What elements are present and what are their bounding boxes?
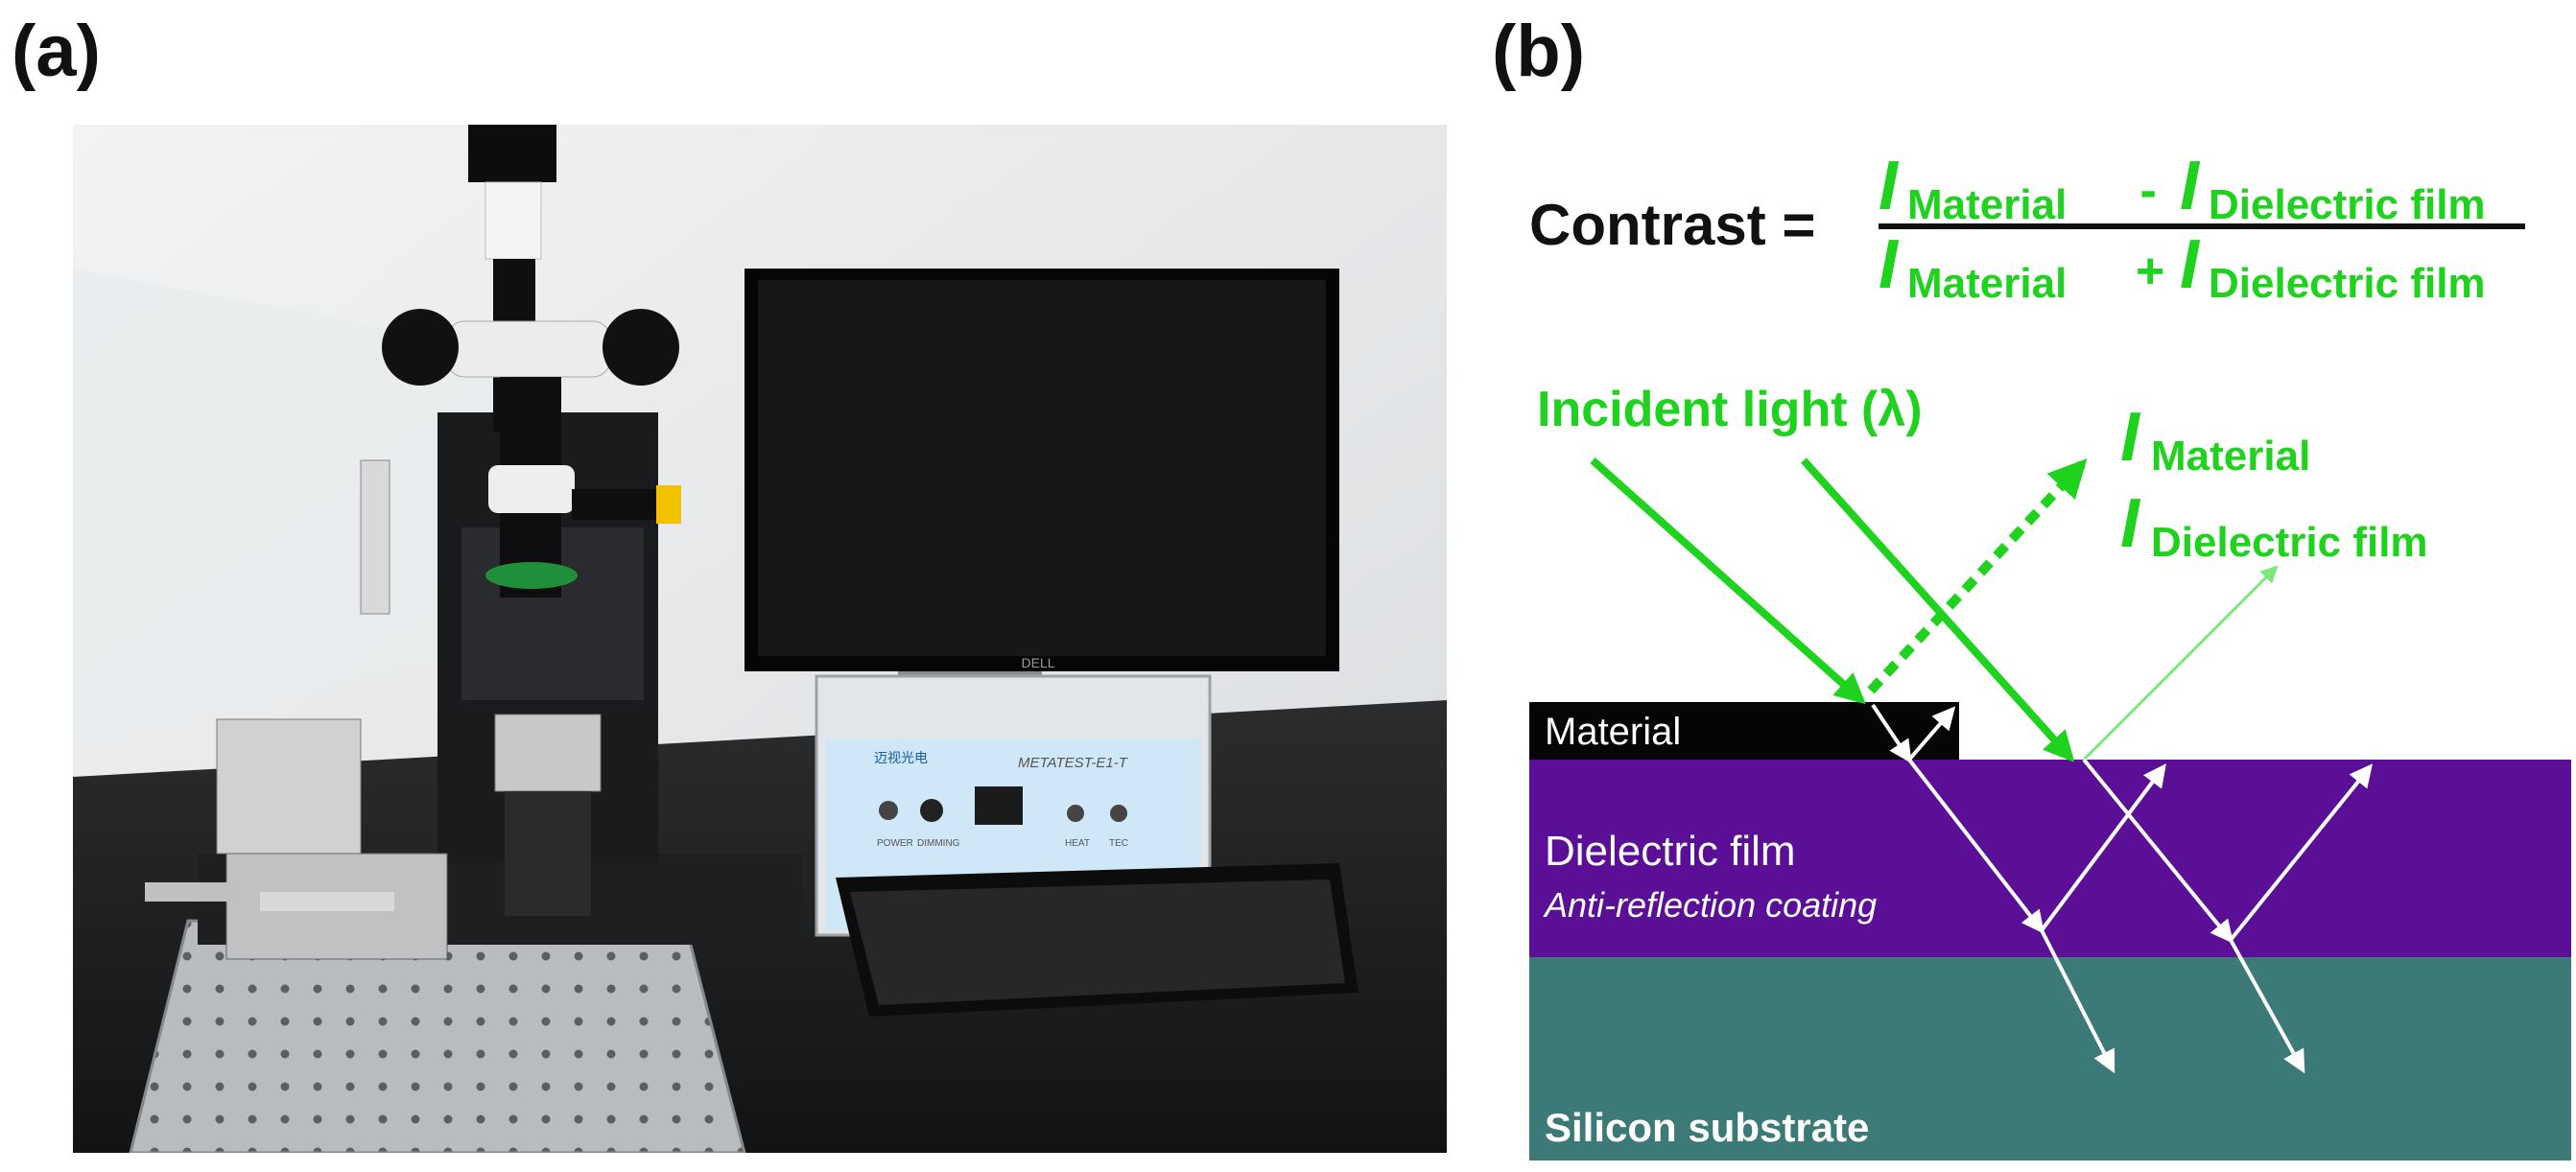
control-label-dimming: DIMMING — [917, 838, 960, 849]
dielectric-film-layer — [1529, 760, 2571, 957]
control-label-heat: HEAT — [1065, 838, 1090, 849]
controller-model: METATEST-E1-T — [1018, 755, 1129, 771]
denominator-film-symbol: I — [2180, 226, 2201, 303]
denominator-material-subscript: Material — [1907, 260, 2067, 307]
dell-monitor: DELL — [744, 269, 1339, 729]
numerator-film-subscript: Dielectric film — [2209, 181, 2486, 228]
output-film-symbol: I — [2120, 485, 2141, 562]
incident-ray-film — [1801, 457, 2075, 762]
silicon-substrate-layer — [1529, 957, 2571, 1160]
reflected-ray-material — [1867, 458, 2088, 694]
sample-stage — [145, 459, 602, 960]
incident-light-label: Incident light (λ) — [1537, 382, 1923, 437]
material-layer — [1529, 702, 1959, 760]
output-material-subscript: Material — [2151, 433, 2310, 480]
dielectric-film-label: Dielectric film — [1545, 828, 1796, 875]
reflected-ray-film — [2082, 565, 2279, 762]
silicon-substrate-label: Silicon substrate — [1545, 1105, 1869, 1150]
control-label-power: POWER — [877, 838, 913, 849]
incident-ray-material — [1590, 457, 1866, 705]
output-film-subscript: Dielectric film — [2151, 519, 2428, 566]
controller-brand: 迈视光电 — [874, 750, 928, 765]
denominator-material-symbol: I — [1879, 226, 1900, 303]
anti-reflection-label: Anti-reflection coating — [1543, 885, 1877, 925]
panel-label-b: (b) — [1492, 11, 1586, 92]
formula-lhs: Contrast = — [1529, 193, 1815, 257]
denominator-plus: + — [2136, 244, 2164, 299]
denominator-film-subscript: Dielectric film — [2209, 260, 2486, 307]
internal-reflections — [1871, 703, 2374, 1074]
optical-contrast-diagram: Contrast = I Material - I Dielectric fil… — [1529, 148, 2571, 1160]
monitor-brand: DELL — [1021, 655, 1054, 670]
numerator-material-subscript: Material — [1907, 181, 2067, 228]
output-material-symbol: I — [2120, 399, 2141, 476]
numerator-minus: - — [2126, 163, 2170, 219]
keyboard — [836, 863, 1359, 1017]
numerator-film-symbol: I — [2180, 148, 2201, 224]
lab-setup-photo: DELL 迈视光电 METATEST-E1-T POWER DIMMING HE… — [73, 125, 1447, 1153]
panel-label-a: (a) — [12, 11, 101, 92]
numerator-material-symbol: I — [1879, 148, 1900, 224]
material-layer-label: Material — [1545, 711, 1681, 753]
control-label-tec: TEC — [1109, 838, 1128, 849]
